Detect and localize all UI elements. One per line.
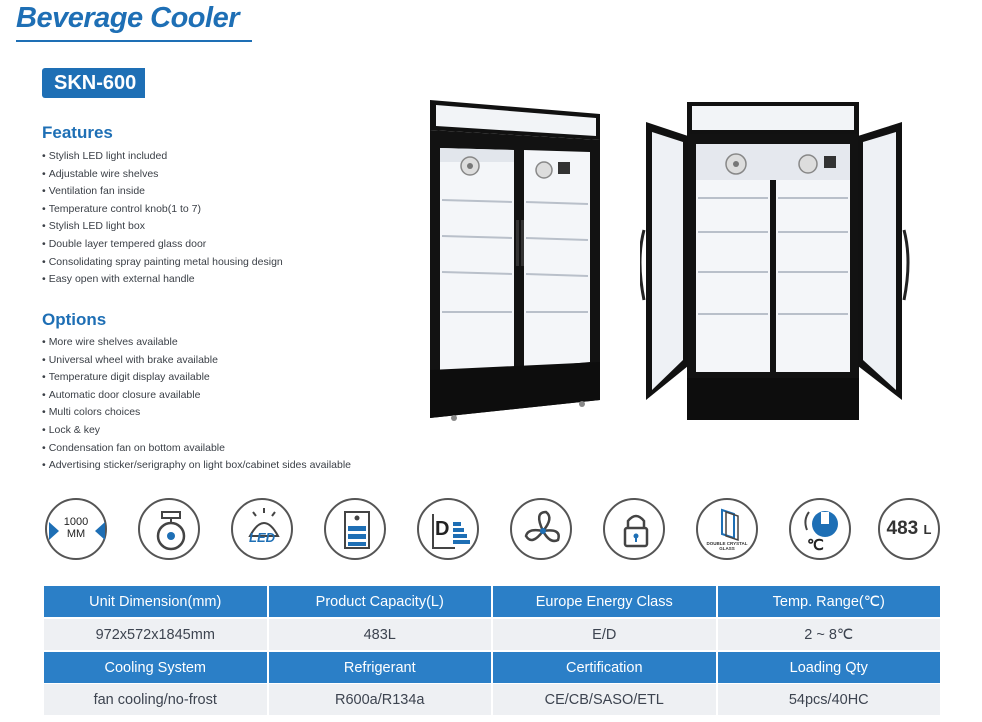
list-item: Adjustable wire shelves bbox=[42, 166, 283, 184]
list-item: Easy open with external handle bbox=[42, 271, 283, 289]
spec-header-row-2: Cooling System Refrigerant Certification… bbox=[44, 652, 940, 683]
title-underline bbox=[16, 40, 252, 42]
capacity-unit: L bbox=[923, 522, 932, 537]
caster-wheel-icon bbox=[138, 498, 200, 560]
spec-header-cell: Certification bbox=[493, 652, 716, 683]
list-item: Advertising sticker/serigraphy on light … bbox=[42, 457, 351, 475]
features-heading: Features bbox=[42, 123, 113, 142]
list-item: Multi colors choices bbox=[42, 404, 351, 422]
led-label: LED bbox=[249, 530, 275, 545]
list-item: Stylish LED light box bbox=[42, 218, 283, 236]
spec-value-cell: R600a/R134a bbox=[268, 684, 491, 715]
energy-class-icon: D bbox=[417, 498, 479, 560]
spec-value-cell: CE/CB/SASO/ETL bbox=[493, 684, 716, 715]
double-glass-icon: DOUBLE CRYSTAL GLASS bbox=[696, 498, 758, 560]
spec-value-cell: 972x572x1845mm bbox=[44, 619, 267, 650]
cooler-open-image bbox=[640, 102, 910, 420]
list-item: Ventilation fan inside bbox=[42, 183, 283, 201]
spec-header-row-1: Unit Dimension(mm) Product Capacity(L) E… bbox=[44, 586, 940, 617]
spec-value-cell: 483L bbox=[268, 619, 491, 650]
capacity-icon: 483 L bbox=[878, 498, 940, 560]
list-item: Condensation fan on bottom available bbox=[42, 440, 351, 458]
spec-value-cell: E/D bbox=[493, 619, 716, 650]
list-item: Double layer tempered glass door bbox=[42, 236, 283, 254]
feature-icons-row: 1000 MM LED bbox=[45, 498, 940, 570]
energy-label: D bbox=[435, 518, 450, 540]
spec-header-cell: Refrigerant bbox=[268, 652, 491, 683]
spec-value-row-2: fan cooling/no-frost R600a/R134a CE/CB/S… bbox=[44, 684, 940, 715]
list-item: Consolidating spray painting metal housi… bbox=[42, 254, 283, 272]
temperature-knob-icon: ℃ bbox=[789, 498, 851, 560]
fan-icon bbox=[510, 498, 572, 560]
glass-label-line2: GLASS bbox=[719, 546, 735, 551]
spec-value-row-1: 972x572x1845mm 483L E/D 2 ~ 8℃ bbox=[44, 619, 940, 650]
spec-header-cell: Unit Dimension(mm) bbox=[44, 586, 267, 617]
list-item: Stylish LED light included bbox=[42, 148, 283, 166]
shelves-icon bbox=[324, 498, 386, 560]
spec-value-cell: fan cooling/no-frost bbox=[44, 684, 267, 715]
list-item: Automatic door closure available bbox=[42, 387, 351, 405]
dimension-value: 1000 bbox=[63, 516, 89, 528]
cooler-closed-image bbox=[430, 100, 600, 421]
list-item: Universal wheel with brake available bbox=[42, 352, 351, 370]
spec-header-cell: Cooling System bbox=[44, 652, 267, 683]
glass-label-line1: DOUBLE CRYSTAL bbox=[706, 541, 748, 546]
capacity-value: 483 bbox=[886, 518, 919, 539]
temp-label: ℃ bbox=[807, 537, 824, 554]
list-item: Lock & key bbox=[42, 422, 351, 440]
lock-icon bbox=[603, 498, 665, 560]
spec-value-cell: 2 ~ 8℃ bbox=[717, 619, 940, 650]
model-badge: SKN-600 bbox=[42, 68, 145, 98]
options-list: More wire shelves available Universal wh… bbox=[42, 334, 351, 475]
spec-header-cell: Loading Qty bbox=[717, 652, 940, 683]
dimension-icon: 1000 MM bbox=[45, 498, 107, 560]
spec-header-cell: Europe Energy Class bbox=[493, 586, 716, 617]
spec-header-cell: Product Capacity(L) bbox=[268, 586, 491, 617]
list-item: Temperature control knob(1 to 7) bbox=[42, 201, 283, 219]
features-list: Stylish LED light included Adjustable wi… bbox=[42, 148, 283, 289]
list-item: Temperature digit display available bbox=[42, 369, 351, 387]
dimension-unit: MM bbox=[66, 528, 86, 540]
page-title: Beverage Cooler bbox=[16, 2, 240, 34]
spec-value-cell: 54pcs/40HC bbox=[717, 684, 940, 715]
list-item: More wire shelves available bbox=[42, 334, 351, 352]
spec-header-cell: Temp. Range(℃) bbox=[717, 586, 940, 617]
led-icon: LED bbox=[231, 498, 293, 560]
options-heading: Options bbox=[42, 310, 107, 329]
